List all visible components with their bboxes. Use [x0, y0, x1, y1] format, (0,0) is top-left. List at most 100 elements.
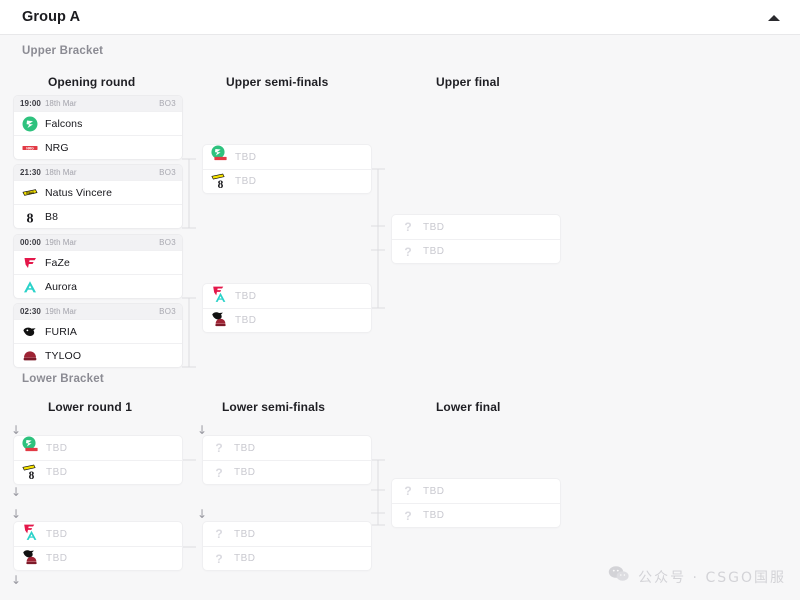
faze-logo — [22, 255, 38, 271]
group-header[interactable]: Group A — [0, 0, 800, 35]
question-mark-icon: ? — [215, 527, 223, 541]
seed-logos: 8 — [22, 464, 40, 482]
team-row[interactable]: ? TBD — [392, 479, 560, 503]
team-row[interactable]: 8 B8 — [14, 204, 182, 228]
furia-logo — [212, 311, 223, 319]
team-name: TBD — [234, 467, 256, 478]
team-row[interactable]: TBD — [203, 308, 371, 332]
match-card[interactable]: TBD 8 TBD — [14, 436, 182, 484]
round-label-lower-final: Lower final — [436, 400, 501, 414]
team-row[interactable]: 8 TBD — [203, 169, 371, 193]
match-format: BO3 — [159, 168, 176, 177]
match-card[interactable]: TBD TBD — [14, 522, 182, 570]
question-mark-icon: ? — [404, 220, 412, 234]
tyloo-logo — [215, 318, 226, 326]
round-label-upper-semis: Upper semi-finals — [226, 75, 329, 89]
team-row[interactable]: NAVI Natus Vincere — [14, 180, 182, 204]
team-row[interactable]: FaZe — [14, 250, 182, 274]
match-card[interactable]: ? TBD ? TBD — [392, 215, 560, 263]
svg-text:8: 8 — [29, 469, 35, 480]
team-row[interactable]: Aurora — [14, 274, 182, 298]
team-row[interactable]: TBD — [203, 145, 371, 169]
bracket-connectors — [182, 158, 385, 548]
match-header: 02:30 19th Mar BO3 — [14, 304, 182, 319]
round-label-lower-r1: Lower round 1 — [48, 400, 132, 414]
match-time: 00:00 — [20, 238, 41, 247]
team-row[interactable]: FURIA — [14, 319, 182, 343]
match-card[interactable]: ? TBD ? TBD — [203, 436, 371, 484]
question-mark-icon: ? — [215, 551, 223, 566]
team-row[interactable]: ? TBD — [203, 436, 371, 460]
navi-logo — [22, 464, 36, 470]
round-label-opening: Opening round — [48, 75, 136, 89]
team-row[interactable]: TYLOO — [14, 343, 182, 367]
collapse-toggle-button[interactable] — [764, 9, 784, 27]
drop-arrow-icon: ↓ — [11, 573, 22, 587]
team-row[interactable]: ? TBD — [203, 522, 371, 546]
seed-logos — [211, 311, 229, 330]
match-card[interactable]: ? TBD ? TBD — [392, 479, 560, 527]
aurora-logo — [26, 530, 37, 540]
team-name: TBD — [423, 246, 445, 257]
drop-arrow-icon: ↓ — [11, 507, 22, 521]
svg-text:NRG: NRG — [26, 146, 34, 150]
team-name: Aurora — [45, 280, 78, 293]
b8-logo: 8 — [22, 209, 38, 225]
navi-logo — [211, 173, 225, 179]
team-row[interactable]: ? TBD — [203, 460, 371, 484]
match-time: 19:00 — [20, 99, 41, 108]
team-row[interactable]: ? TBD — [203, 546, 371, 570]
team-row[interactable]: NRG NRG — [14, 135, 182, 159]
match-time: 02:30 — [20, 307, 41, 316]
seed-logos — [22, 549, 40, 568]
team-row[interactable]: ? TBD — [392, 239, 560, 263]
aurora-logo — [22, 279, 38, 295]
team-row[interactable]: TBD — [14, 546, 182, 570]
match-card[interactable]: 02:30 19th Mar BO3 FURIA TYLOO — [14, 304, 182, 367]
match-card[interactable]: ? TBD ? TBD — [203, 522, 371, 570]
team-row[interactable]: TBD — [203, 284, 371, 308]
match-date: 19th Mar — [44, 238, 77, 247]
match-date: 19th Mar — [44, 307, 77, 316]
team-name: TYLOO — [45, 349, 82, 362]
team-name: TBD — [235, 151, 257, 163]
bracket-area: Upper Bracket Opening round Upper semi-f… — [0, 35, 800, 600]
match-format: BO3 — [159, 238, 176, 247]
furia-logo — [23, 549, 34, 557]
team-row[interactable]: TBD — [14, 436, 182, 460]
faze-logo — [24, 524, 35, 534]
match-format: BO3 — [159, 99, 176, 108]
faze-logo — [213, 286, 224, 296]
match-time: 21:30 — [20, 168, 41, 177]
team-row[interactable]: 8 TBD — [14, 460, 182, 484]
match-card[interactable]: 00:00 19th Mar BO3 FaZe Aurora — [14, 235, 182, 298]
match-card[interactable]: 21:30 18th Mar BO3 NAVI Natus Vincere 8 … — [14, 165, 182, 228]
team-name: NRG — [45, 141, 69, 154]
team-row[interactable]: ? TBD — [392, 215, 560, 239]
team-row[interactable]: TBD — [14, 522, 182, 546]
upper-bracket-label: Upper Bracket — [22, 45, 104, 57]
team-name: TBD — [423, 485, 445, 497]
team-row[interactable]: Falcons — [14, 111, 182, 135]
wechat-icon — [608, 565, 630, 588]
seed-logos — [22, 436, 40, 457]
team-row[interactable]: ? TBD — [392, 503, 560, 527]
drop-arrow-icon: ↓ — [197, 507, 208, 521]
match-format: BO3 — [159, 307, 176, 316]
team-name: TBD — [234, 528, 256, 540]
team-name: TBD — [234, 442, 256, 454]
match-card[interactable]: 19:00 18th Mar BO3 Falcons NRG NRG — [14, 96, 182, 159]
aurora-logo — [215, 292, 226, 302]
team-name: TBD — [423, 221, 445, 233]
team-name: Natus Vincere — [45, 186, 113, 199]
b8-logo: 8 — [29, 469, 35, 480]
team-name: TBD — [235, 315, 257, 326]
match-header: 19:00 18th Mar BO3 — [14, 96, 182, 111]
match-card[interactable]: TBD TBD — [203, 284, 371, 332]
nrg-logo — [214, 156, 227, 161]
team-name: TBD — [46, 553, 68, 564]
match-card[interactable]: TBD 8 TBD — [203, 145, 371, 193]
question-mark-icon: ? — [215, 441, 223, 455]
match-header: 21:30 18th Mar BO3 — [14, 165, 182, 180]
question-mark-icon: ? — [215, 465, 223, 480]
